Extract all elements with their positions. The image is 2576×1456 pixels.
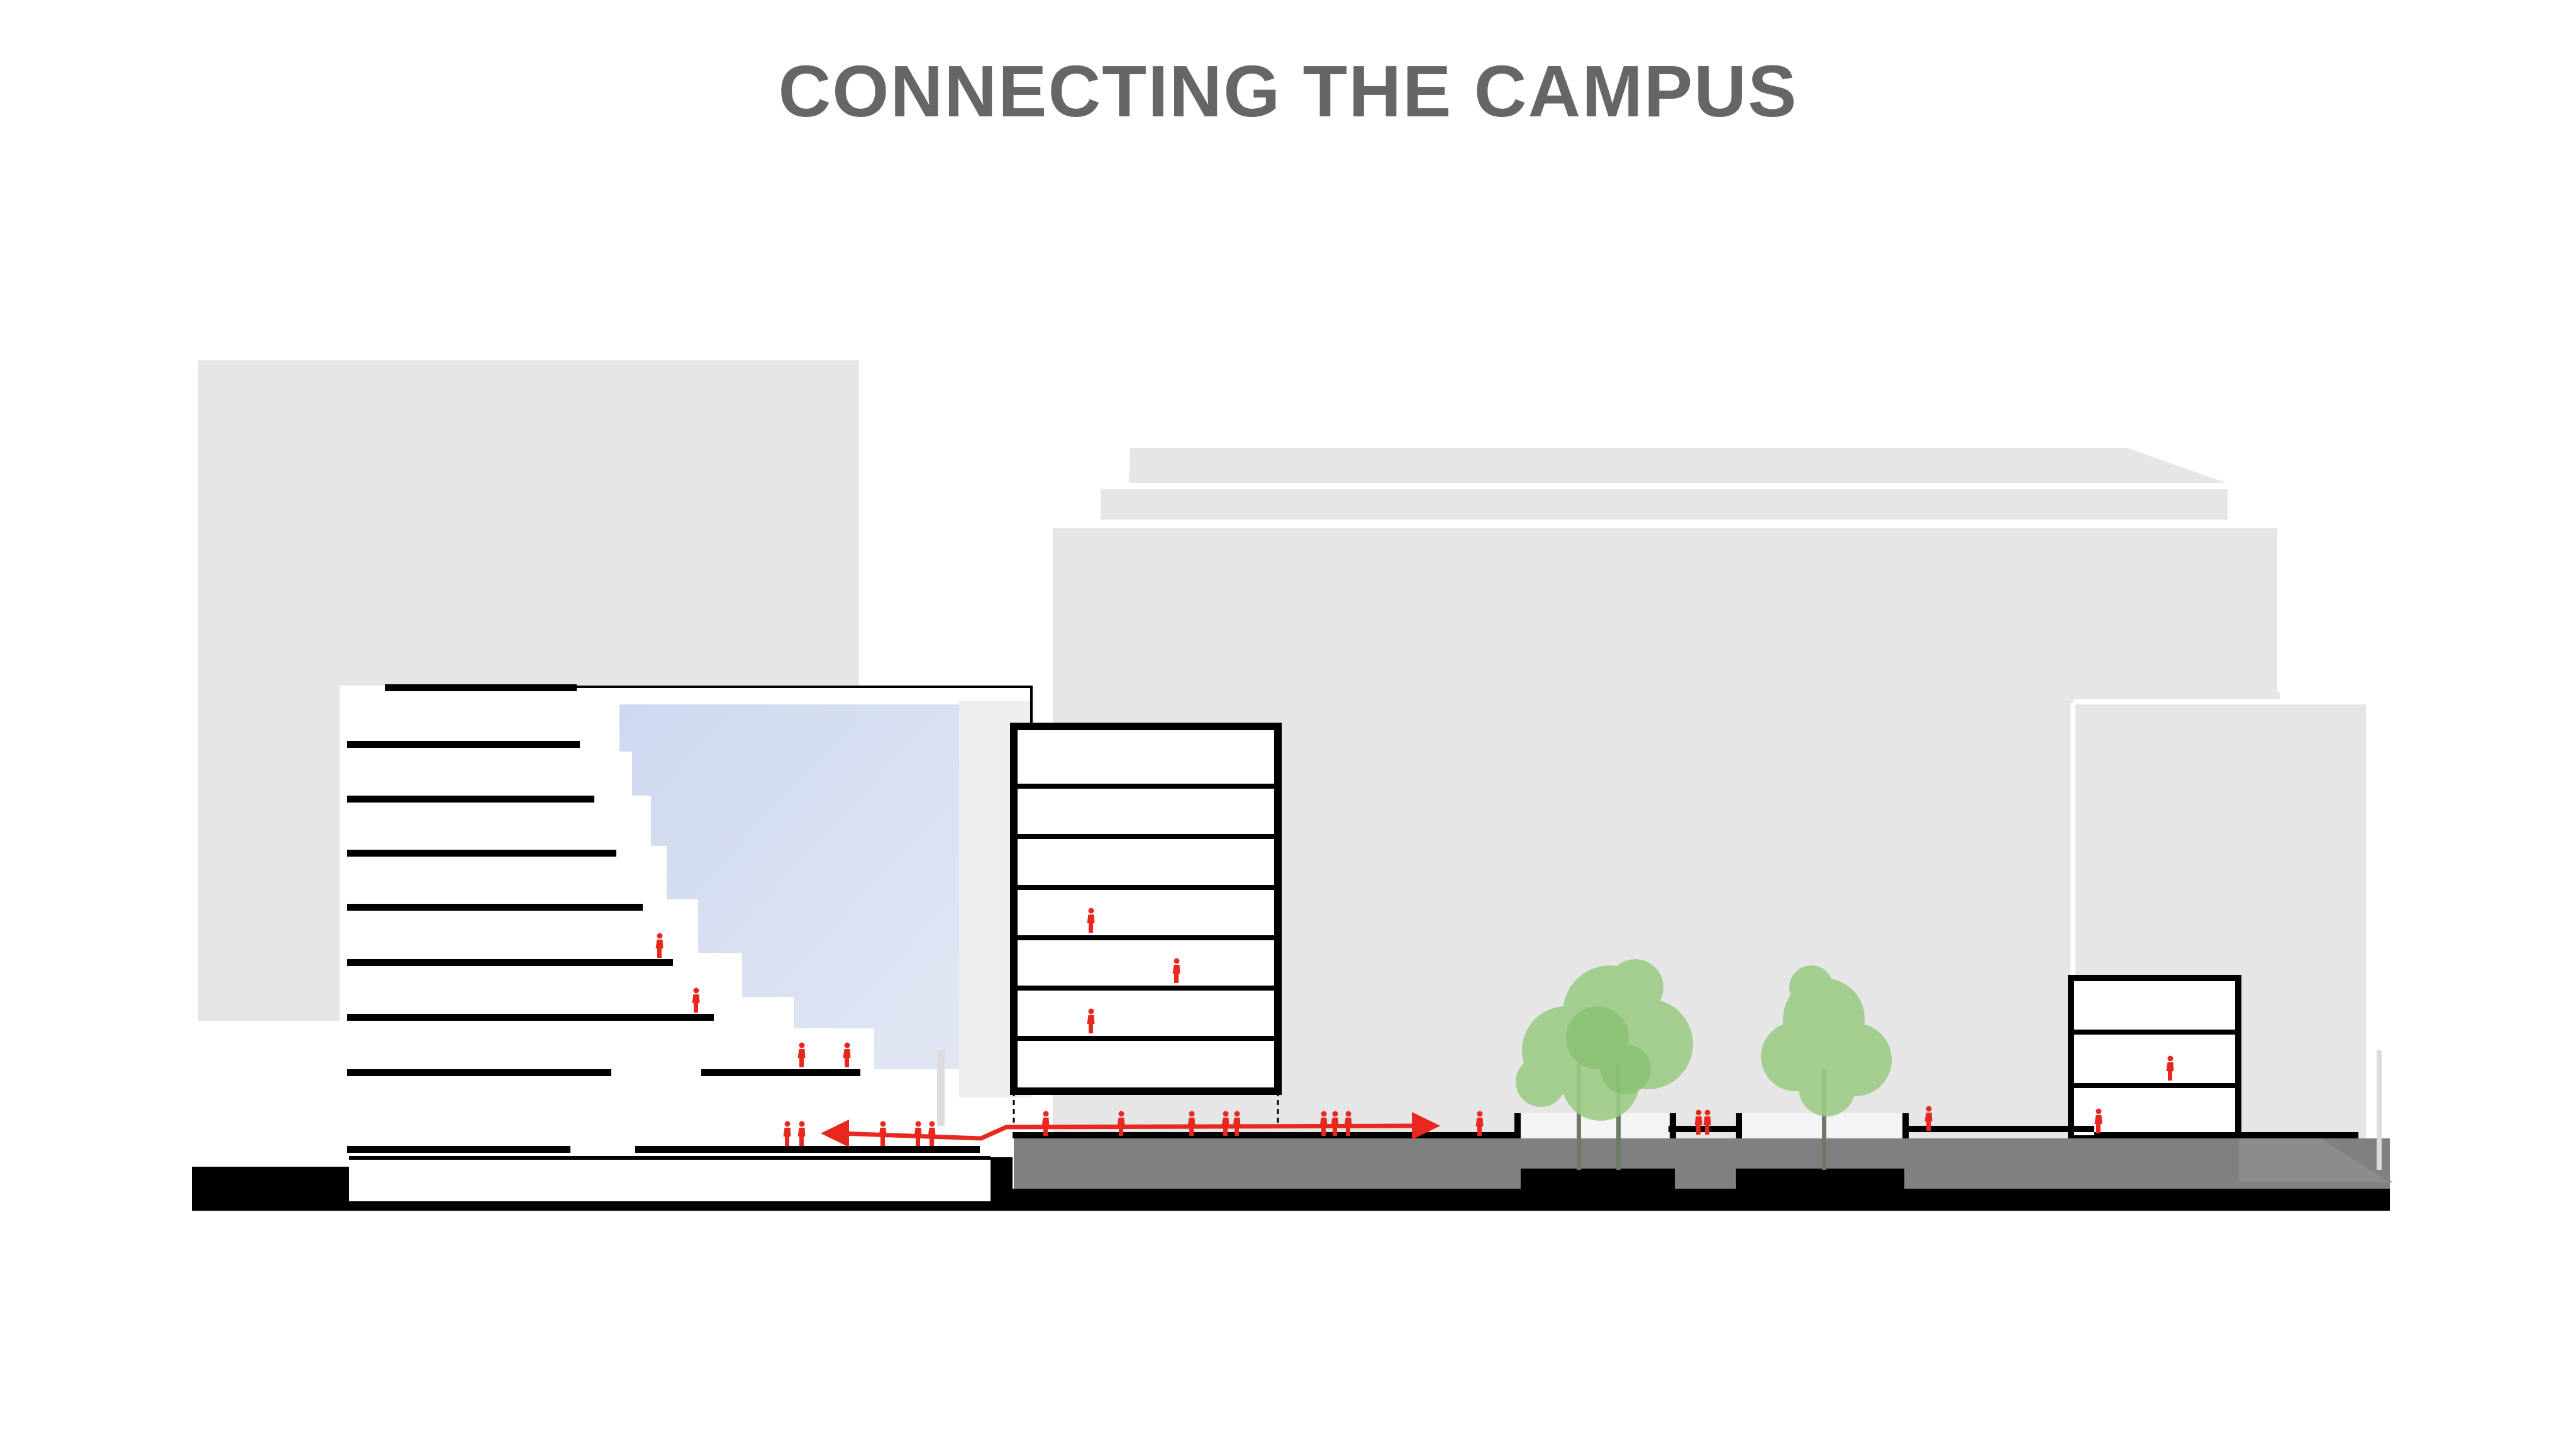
floor-slab xyxy=(347,796,594,803)
stepped-building xyxy=(340,684,1033,1201)
tree-icon xyxy=(1516,959,1693,1170)
floor-slab xyxy=(347,850,616,857)
floor-slab xyxy=(347,904,643,911)
floor-slab xyxy=(347,1146,570,1153)
roof-parapet xyxy=(1101,489,2228,522)
roof-top-band xyxy=(1129,448,2226,483)
floor-slab xyxy=(347,1069,611,1076)
tree-icon xyxy=(1761,965,1892,1170)
floor-slab xyxy=(347,1014,714,1021)
double-arrow-icon xyxy=(821,1112,1440,1147)
floor-slabs xyxy=(347,741,980,1153)
base-slab xyxy=(192,1157,2390,1211)
floor-slab xyxy=(635,1146,980,1153)
floor-slab xyxy=(347,959,673,966)
page-title: CONNECTING THE CAMPUS xyxy=(778,50,1798,132)
atrium-glass xyxy=(619,704,959,1069)
floor-slab xyxy=(347,741,580,748)
central-tower xyxy=(1010,723,1282,1126)
ground-plaza xyxy=(1013,1113,2393,1189)
trees xyxy=(1516,959,1892,1170)
floor-slab xyxy=(701,1069,860,1076)
roof-slab xyxy=(385,684,577,691)
